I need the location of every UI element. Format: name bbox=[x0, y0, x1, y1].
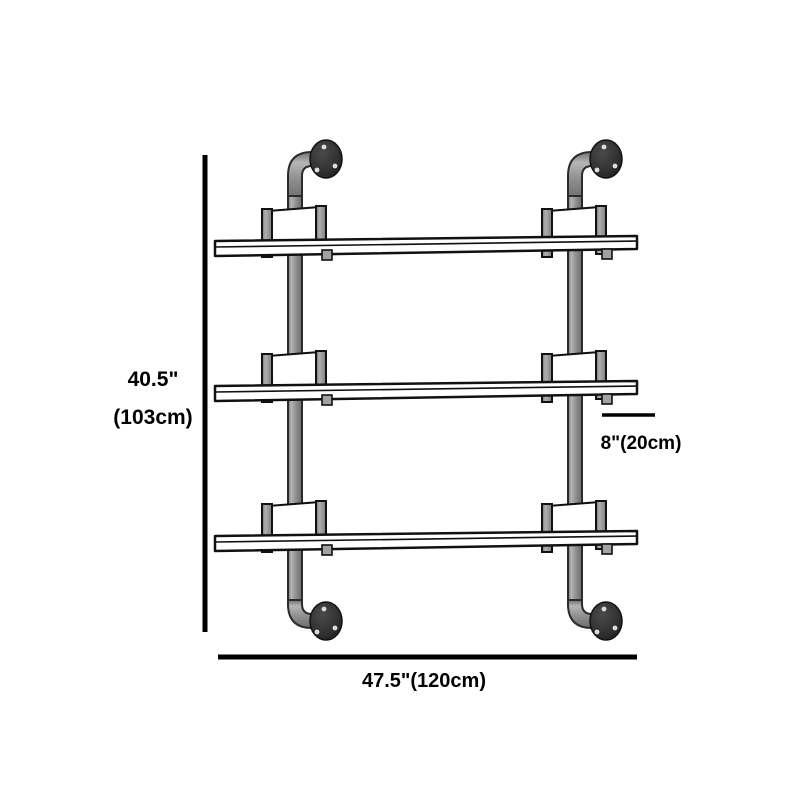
height-label-metric: (103cm) bbox=[113, 406, 192, 429]
bottom-right-flange bbox=[589, 601, 623, 641]
middle-shelf bbox=[213, 350, 639, 406]
top-left-flange bbox=[309, 139, 343, 179]
width-label: 47.5"(120cm) bbox=[362, 670, 486, 692]
depth-label: 8"(20cm) bbox=[601, 433, 682, 454]
height-label-imperial: 40.5" bbox=[128, 368, 179, 391]
top-shelf bbox=[213, 205, 639, 261]
bottom-shelf bbox=[213, 500, 639, 556]
bottom-left-flange bbox=[309, 601, 343, 641]
top-right-flange bbox=[589, 139, 623, 179]
